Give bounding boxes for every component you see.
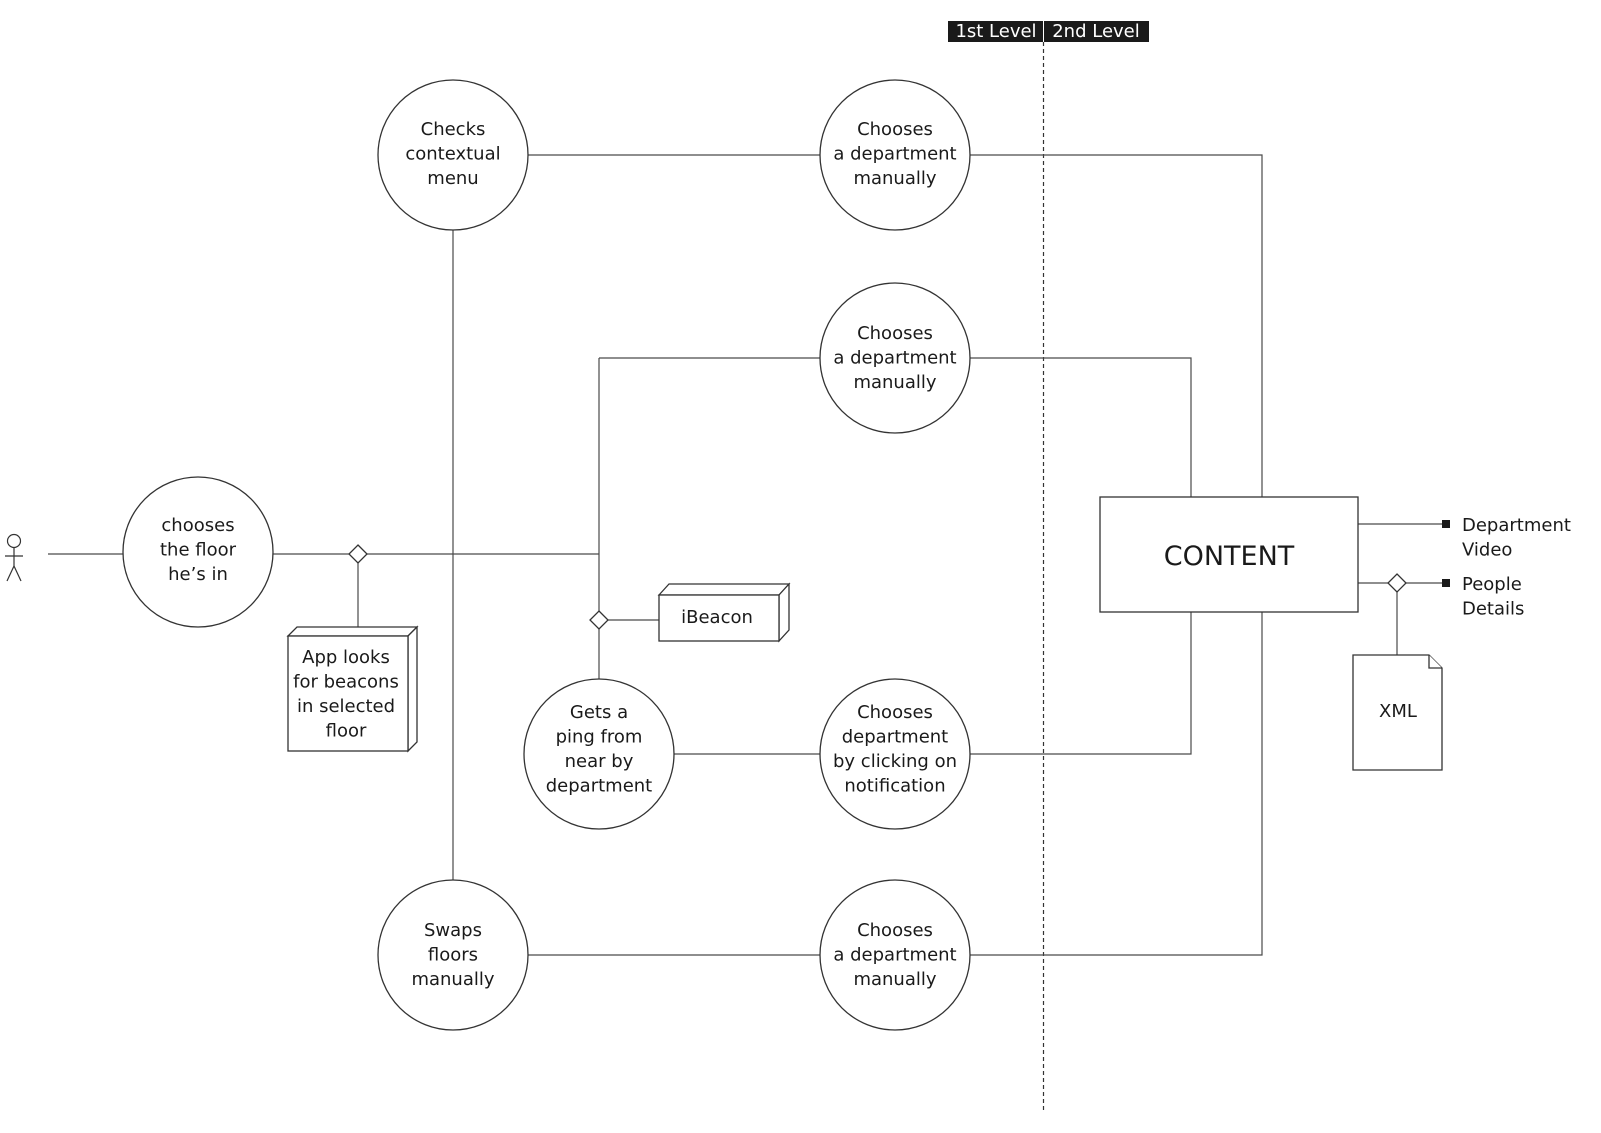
node-gets-ping-label-line: near by [565, 751, 634, 772]
node-choose-floor [122, 476, 274, 628]
node-choose-dept-4-label-line: a department [833, 945, 956, 966]
edge-dept-3-to-content [970, 612, 1192, 755]
node-checks-menu-label: Checks contextual menu [405, 119, 500, 189]
node-choose-dept-2-label: Chooses a department manually [833, 323, 956, 393]
node-swaps-floors-label-line: floors [428, 945, 478, 966]
node-choose-floor-label: chooses the floor he’s in [160, 515, 237, 585]
node-gets-ping-label-line: Gets a [570, 702, 628, 723]
node-swaps-floors [377, 879, 529, 1031]
output-terminal-video [1442, 520, 1450, 528]
node-gets-ping-label-line: department [546, 776, 653, 797]
node-choose-dept-2-label-line: manually [853, 372, 936, 393]
node-choose-dept-3-label-line: Chooses [857, 702, 933, 723]
level-header: 1st Level 2nd Level [948, 21, 1149, 42]
node-choose-floor-label-line: the floor [160, 540, 237, 561]
node-content-label-line: CONTENT [1164, 541, 1295, 572]
node-app-looks-label-line: floor [326, 721, 367, 742]
node-gets-ping [523, 678, 675, 830]
node-checks-menu-label-line: contextual [405, 144, 500, 165]
output-people-details-label-line: People [1462, 574, 1522, 595]
node-choose-dept-1-label: Chooses a department manually [833, 119, 956, 189]
output-department-video-label-line: Video [1462, 540, 1512, 561]
node-choose-dept-3 [819, 678, 971, 830]
node-xml-label-line: XML [1379, 701, 1417, 722]
node-choose-floor-label-line: chooses [161, 515, 234, 536]
output-terminal-people [1442, 579, 1450, 587]
node-choose-dept-4-label-line: Chooses [857, 920, 933, 941]
node-choose-dept-2 [819, 282, 971, 434]
node-choose-dept-1 [819, 79, 971, 231]
node-choose-dept-4-label-line: manually [853, 969, 936, 990]
node-choose-dept-1-label-line: manually [853, 168, 936, 189]
node-app-looks-label-line: App looks [302, 647, 390, 668]
edge-dept-1-to-content [970, 154, 1263, 497]
node-swaps-floors-label: Swaps floors manually [411, 920, 494, 990]
output-department-video-label-line: Department [1462, 515, 1571, 536]
node-xml-label: XML [1379, 701, 1417, 722]
node-gets-ping-label: Gets a ping from near by department [546, 702, 653, 797]
node-content-label: CONTENT [1164, 541, 1295, 572]
node-choose-dept-2-label-line: a department [833, 348, 956, 369]
node-gets-ping-label-line: ping from [556, 727, 643, 748]
node-ibeacon [657, 582, 791, 643]
node-app-looks-label-line: for beacons [293, 672, 399, 693]
node-choose-dept-4-label: Chooses a department manually [833, 920, 956, 990]
node-content [1099, 496, 1359, 613]
node-checks-menu [377, 79, 529, 231]
stick-figure-icon [5, 533, 23, 582]
node-choose-floor-label-line: he’s in [168, 564, 228, 585]
node-choose-dept-1-label-line: Chooses [857, 119, 933, 140]
decision-diamond-floor [348, 544, 368, 564]
node-checks-menu-label-line: Checks [421, 119, 486, 140]
connectors [48, 154, 1443, 956]
node-checks-menu-label-line: menu [427, 168, 478, 189]
node-choose-dept-4 [819, 879, 971, 1031]
node-swaps-floors-label-line: Swaps [424, 920, 482, 941]
node-choose-dept-3-label-line: by clicking on [833, 751, 957, 772]
node-app-looks-label-line: in selected [297, 696, 395, 717]
level-header-background [948, 21, 1149, 42]
node-app-looks-label: App looks for beacons in selected floor [293, 647, 399, 742]
edge-dept-2-to-content [970, 357, 1192, 497]
node-choose-dept-1-label-line: a department [833, 144, 956, 165]
node-ibeacon-label-line: iBeacon [681, 607, 753, 628]
edge-dept-4-to-content [970, 612, 1263, 956]
node-choose-dept-3-label-line: department [842, 727, 949, 748]
decision-diamond-xml [1387, 573, 1407, 593]
output-people-details-label-line: Details [1462, 599, 1524, 620]
node-choose-dept-3-label-line: notification [844, 776, 945, 797]
decision-diamond-beacon [589, 610, 609, 630]
xml-page-fold [1428, 655, 1442, 669]
node-ibeacon-label: iBeacon [681, 607, 753, 628]
level-1-label: 1st Level [955, 21, 1036, 42]
node-choose-dept-2-label-line: Chooses [857, 323, 933, 344]
node-xml [1352, 654, 1443, 771]
level-2-label: 2nd Level [1052, 21, 1140, 42]
node-swaps-floors-label-line: manually [411, 969, 494, 990]
node-app-looks [286, 625, 419, 753]
node-choose-dept-3-label: Chooses department by clicking on notificat… [833, 702, 957, 797]
